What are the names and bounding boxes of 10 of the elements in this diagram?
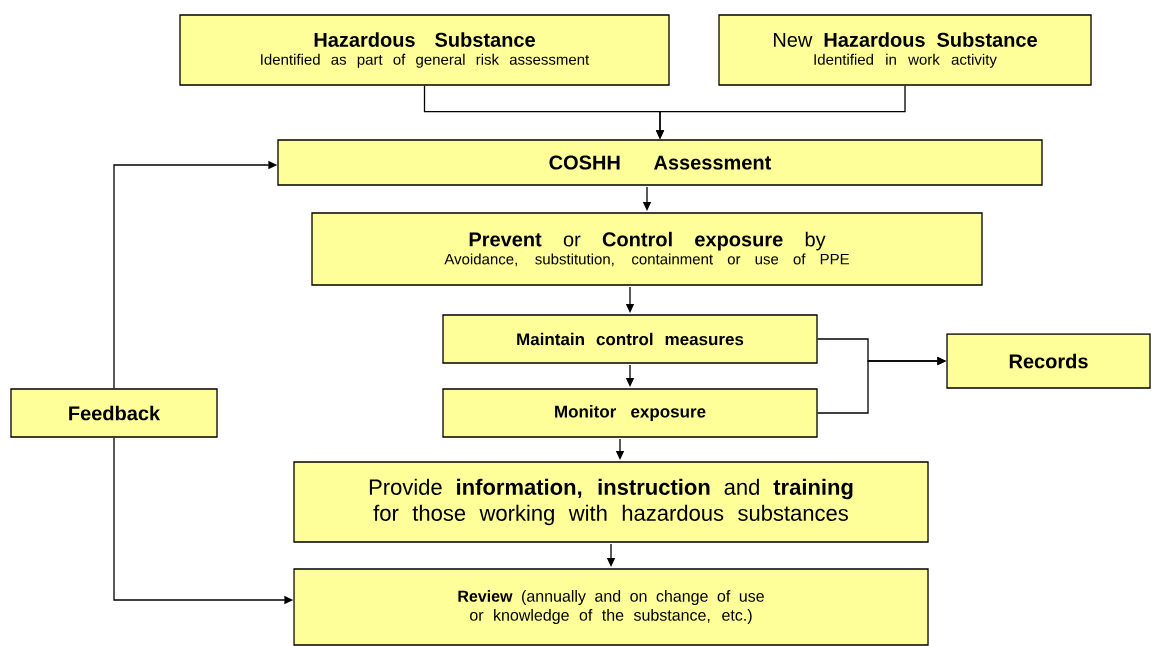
output-box: Records: [946, 333, 1151, 389]
process-box: Provide information, instruction and training for those working with hazardous substances: [293, 461, 929, 543]
process-box: COSHH Assessment: [277, 139, 1043, 186]
feedback-box: Feedback: [10, 388, 218, 438]
process-box: New Hazardous Substance Identified in work activity: [718, 14, 1092, 86]
process-box: Hazardous Substance Identified as part of general risk assessment: [179, 14, 670, 86]
process-box: Maintain control measures: [442, 314, 818, 364]
process-box: Review (annually and on change of use or knowledge of the substance, etc.): [293, 568, 929, 646]
process-box: Monitor exposure: [442, 388, 818, 438]
process-box: Prevent or Control exposure by Avoidance, substitution, containment or use of PPE: [311, 212, 983, 286]
